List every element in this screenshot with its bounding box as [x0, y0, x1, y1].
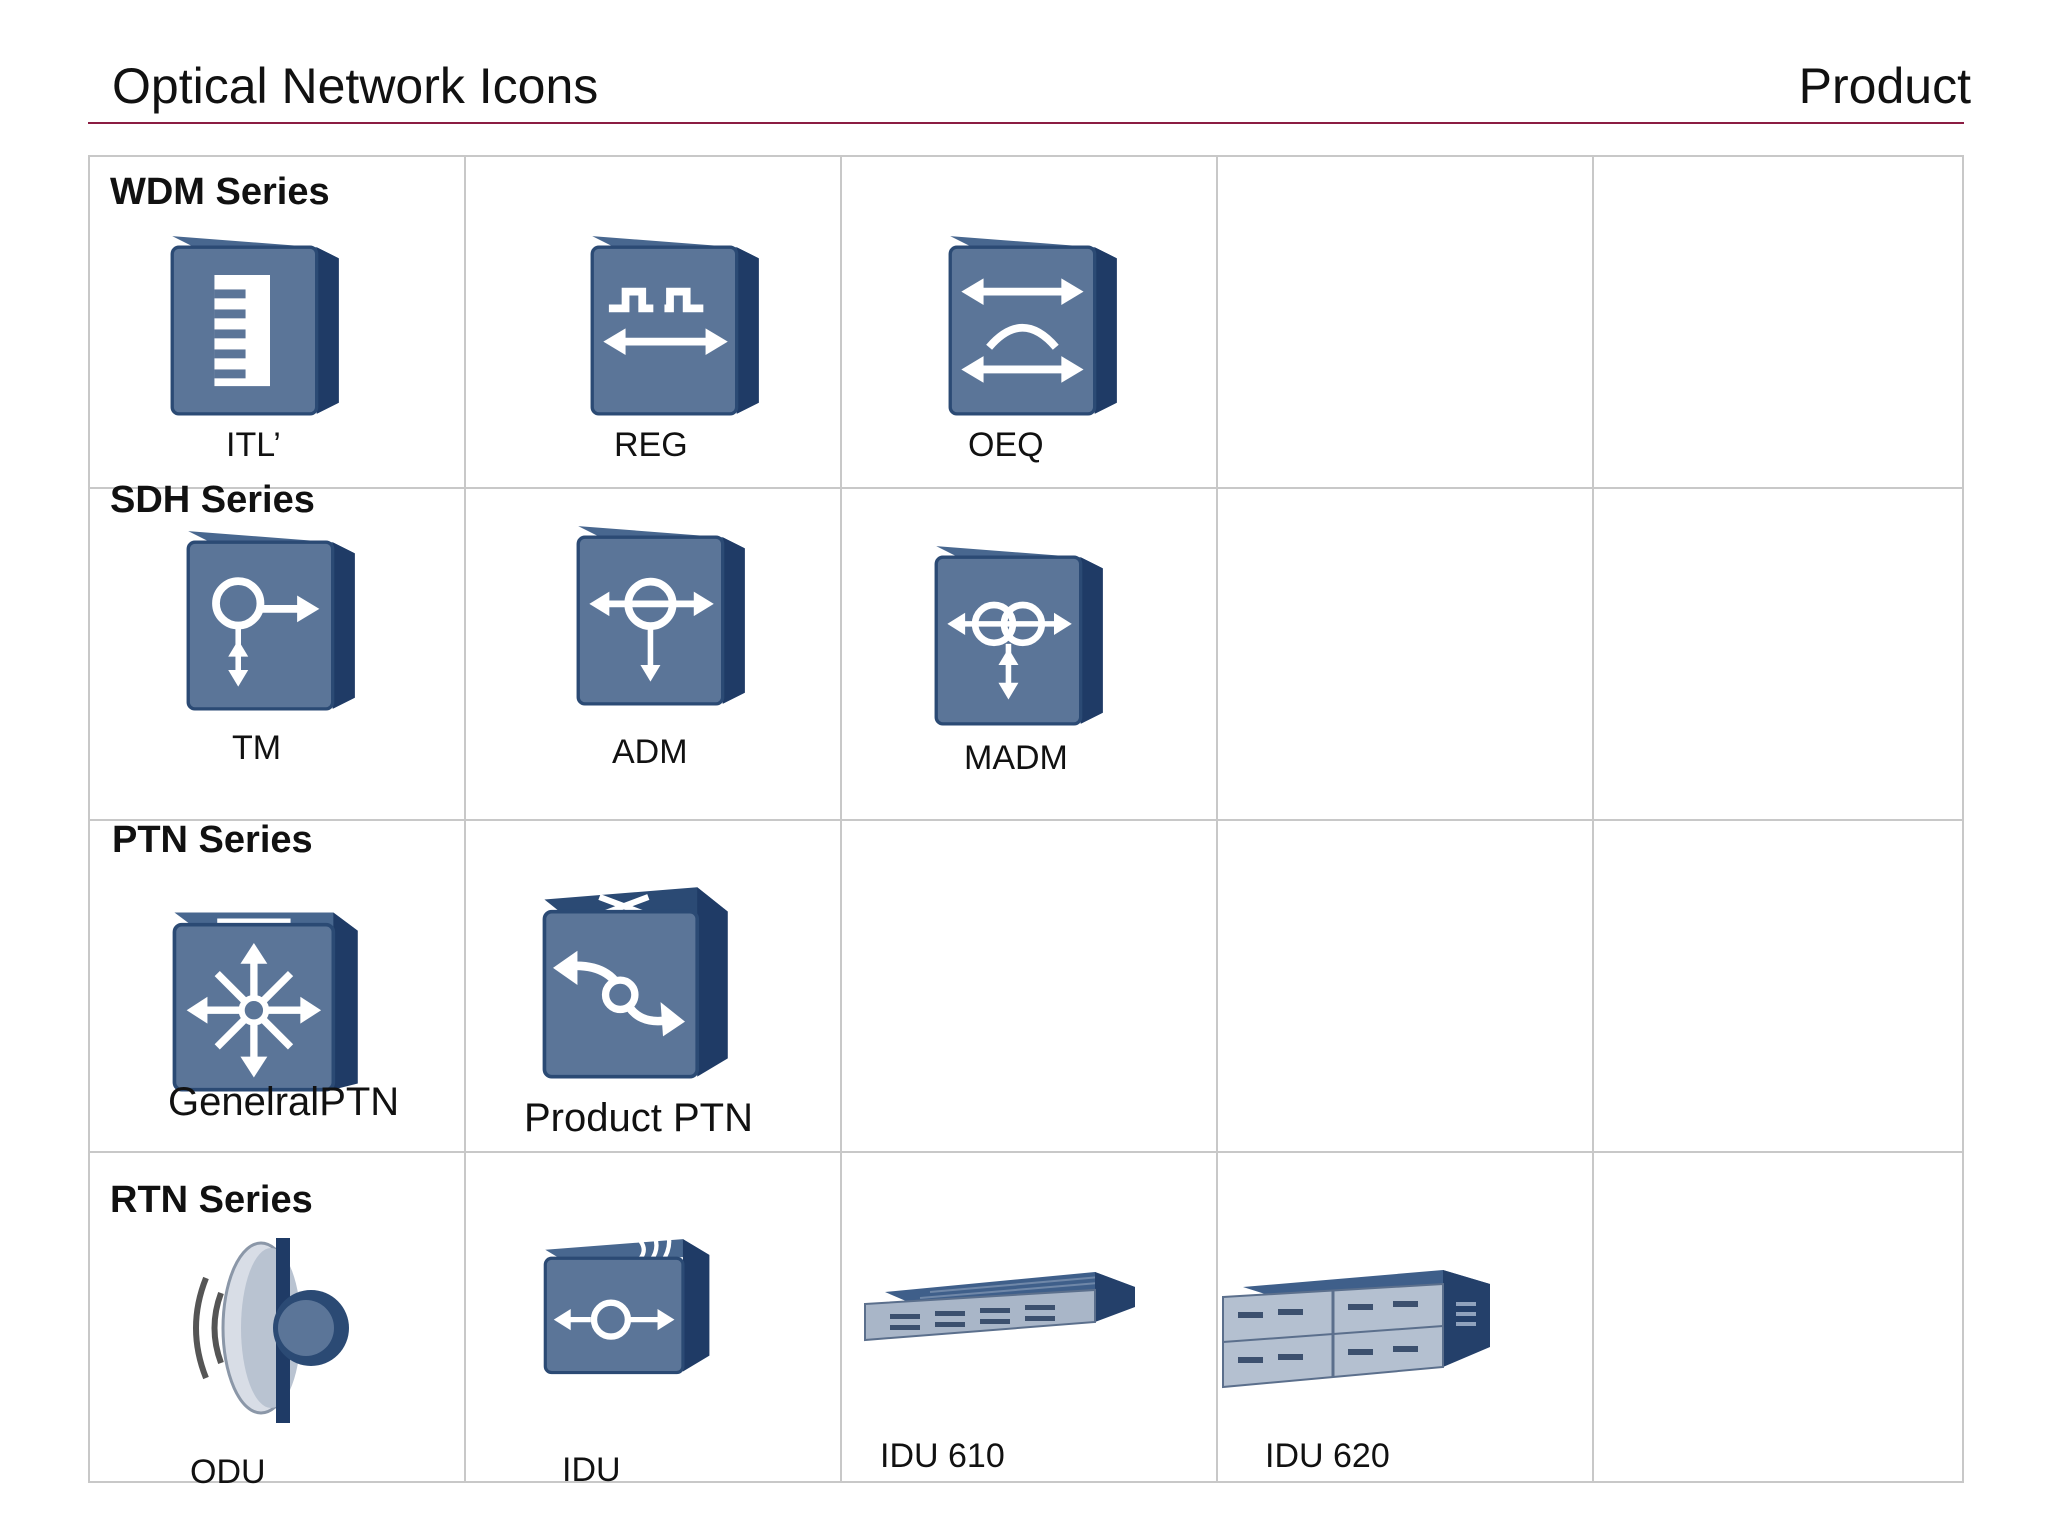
- item-label-oeq: OEQ: [968, 426, 1044, 464]
- item-label-idu-610: IDU 610: [880, 1437, 1005, 1475]
- optical-equalizer-icon: [928, 225, 1128, 425]
- indoor-unit-icon: [543, 1218, 710, 1375]
- idu-620-chassis-icon: [1222, 1270, 1490, 1389]
- general-ptn-icon: [172, 912, 358, 1092]
- terminal-multiplexer-icon: [166, 520, 366, 720]
- item-label-general-ptn: GenelralPTN: [168, 1080, 400, 1124]
- series-title-sdh: SDH Series: [110, 479, 315, 521]
- item-label-tm: TM: [232, 729, 282, 767]
- series-title-rtn: RTN Series: [110, 1179, 313, 1221]
- item-label-madm: MADM: [964, 739, 1068, 777]
- interleaver-icon: [150, 225, 350, 425]
- series-title-wdm: WDM Series: [110, 171, 330, 213]
- series-title-ptn: PTN Series: [112, 819, 313, 861]
- item-label-odu: ODU: [190, 1453, 266, 1491]
- multi-add-drop-multiplexer-icon: [914, 535, 1114, 735]
- section-title: Product: [1798, 58, 1971, 114]
- item-label-product-ptn: Product PTN: [524, 1096, 753, 1140]
- icon-grid: [88, 155, 1964, 1483]
- item-label-adm: ADM: [612, 733, 688, 771]
- item-label-idu: IDU: [562, 1451, 621, 1489]
- item-label-reg: REG: [614, 426, 688, 464]
- regenerator-icon: [570, 225, 770, 425]
- outdoor-unit-antenna-icon: [193, 1238, 349, 1423]
- title-divider: [88, 122, 1964, 124]
- add-drop-multiplexer-icon: [556, 515, 756, 715]
- product-ptn-icon: [542, 887, 728, 1079]
- idu-610-chassis-icon: [864, 1272, 1135, 1342]
- item-label-idu-620: IDU 620: [1265, 1437, 1390, 1475]
- item-label-itl: ITL’: [226, 426, 281, 464]
- page-title: Optical Network Icons: [112, 58, 599, 114]
